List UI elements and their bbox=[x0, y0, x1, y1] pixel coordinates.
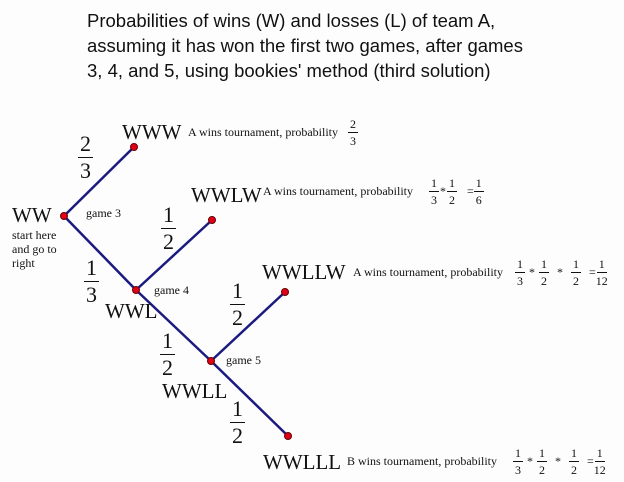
fraction-part: 1 bbox=[161, 202, 176, 229]
title-line: Probabilities of wins (W) and losses (L)… bbox=[87, 10, 496, 31]
fraction-part: 1 bbox=[570, 257, 581, 273]
game-3-label: game 3 bbox=[86, 206, 121, 220]
fraction-part: 1 bbox=[514, 257, 525, 273]
fraction-part: * bbox=[439, 184, 446, 198]
fraction-part: 2 bbox=[232, 423, 243, 448]
fraction-part: * bbox=[528, 265, 535, 279]
fraction-part: 1 bbox=[512, 446, 523, 462]
node-ww: WW bbox=[12, 203, 52, 227]
note-line: start here bbox=[12, 228, 57, 242]
fraction-part: 3 bbox=[516, 274, 523, 288]
fraction-part: * bbox=[556, 265, 563, 279]
fraction-part: 3 bbox=[430, 193, 437, 207]
fraction-part: 1 bbox=[230, 278, 245, 305]
branch-line bbox=[210, 291, 286, 362]
fraction-part: 2 bbox=[347, 117, 358, 133]
fraction-part: 12 bbox=[593, 463, 606, 477]
fraction-part: 2 bbox=[232, 305, 243, 330]
note-line: right bbox=[12, 256, 35, 270]
node-dot bbox=[207, 357, 215, 365]
start-note: start here and go to right bbox=[12, 228, 57, 270]
fraction-part: 6 bbox=[475, 193, 482, 207]
fraction-part: 1 bbox=[473, 176, 484, 192]
fraction-part: = bbox=[588, 265, 596, 279]
fraction-part: 2 bbox=[163, 229, 174, 254]
fraction-part: 3 bbox=[80, 158, 91, 183]
node-dot bbox=[281, 288, 289, 296]
node-wwll: WWLL bbox=[162, 379, 228, 403]
node-dot bbox=[284, 432, 292, 440]
title-line: assuming it has won the first two games,… bbox=[87, 35, 523, 56]
node-dot bbox=[208, 216, 216, 224]
branch-line bbox=[63, 146, 135, 217]
note-line: and go to bbox=[12, 242, 57, 256]
node-www: WWW bbox=[122, 120, 182, 144]
fraction-part: 1 bbox=[84, 255, 99, 282]
fraction-part: 2 bbox=[538, 463, 545, 477]
node-wwlll: WWLLL bbox=[263, 450, 342, 474]
fraction-part: 12 bbox=[595, 274, 608, 288]
node-dot bbox=[130, 143, 138, 151]
title-line: 3, 4, and 5, using bookies' method (thir… bbox=[87, 60, 491, 81]
fraction-part: 1 bbox=[160, 328, 175, 355]
fraction-part: 3 bbox=[349, 134, 356, 148]
node-wwllw: WWLLW bbox=[262, 260, 346, 284]
node-wwl: WWL bbox=[105, 299, 158, 323]
branch-line bbox=[210, 360, 289, 437]
branch-line bbox=[63, 215, 137, 291]
fraction-part: 1 bbox=[230, 396, 245, 423]
fraction-part: 2 bbox=[78, 131, 93, 158]
fraction-part: * bbox=[526, 454, 533, 468]
game-4-label: game 4 bbox=[154, 283, 189, 297]
fraction-part: 2 bbox=[572, 274, 579, 288]
node-dot bbox=[132, 286, 140, 294]
fraction-part: 1 bbox=[428, 176, 439, 192]
fraction-part: = bbox=[586, 454, 594, 468]
fraction-part: = bbox=[466, 184, 474, 198]
title: Probabilities of wins (W) and losses (L)… bbox=[87, 8, 523, 83]
fraction-part: * bbox=[554, 454, 561, 468]
fraction-part: 1 bbox=[594, 446, 605, 462]
fraction-part: 3 bbox=[86, 282, 97, 307]
fraction-part: 3 bbox=[514, 463, 521, 477]
node-wwlw: WWLW bbox=[191, 183, 262, 207]
fraction-part: 1 bbox=[538, 257, 549, 273]
fraction-part: 1 bbox=[568, 446, 579, 462]
fraction-part: 1 bbox=[446, 176, 457, 192]
branch-line bbox=[135, 219, 213, 291]
fraction-part: 2 bbox=[162, 355, 173, 380]
fraction-part: 2 bbox=[540, 274, 547, 288]
fraction-part: 2 bbox=[448, 193, 455, 207]
fraction-part: 1 bbox=[536, 446, 547, 462]
node-dot bbox=[60, 212, 68, 220]
fraction-part: 1 bbox=[596, 257, 607, 273]
fraction-part: 2 bbox=[570, 463, 577, 477]
branch-line bbox=[135, 289, 212, 362]
game-5-label: game 5 bbox=[226, 353, 261, 367]
